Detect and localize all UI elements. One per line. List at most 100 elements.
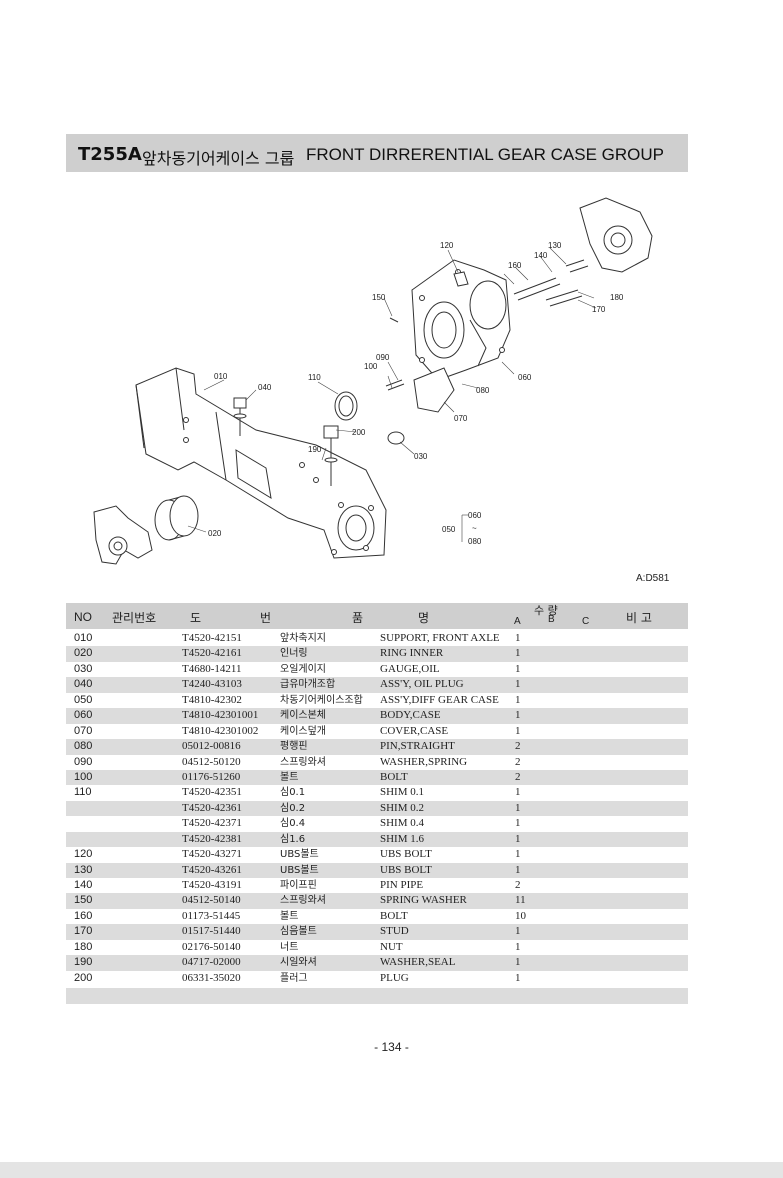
part-name-english: ASS'Y, OIL PLUG [380,678,464,691]
quantity-a: 1 [515,925,521,938]
page-bottom-edge [0,1162,783,1178]
quantity-a: 1 [515,678,521,691]
axle-support-part [135,367,387,559]
part-number-index: 060 [74,709,93,722]
part-name-english: BOLT [380,909,408,922]
drawing-number: T4520-43191 [182,879,242,891]
quantity-a: 2 [515,740,521,753]
callout-130: 130 [548,241,562,250]
part-name-english: SHIM 0.4 [380,817,425,830]
callout-070: 070 [454,414,468,423]
part-name-korean: 케이스덮개 [280,725,326,737]
drawing-number: 05012-00816 [182,740,241,753]
callout-040: 040 [258,383,272,392]
part-number-index: 010 [74,632,93,644]
left-support-bracket [93,505,153,565]
drawing-number: T4810-42302 [182,693,242,706]
page-number: - 134 - [374,1040,409,1054]
part-number-index: 090 [74,755,93,768]
header-part-name-2: 명 [418,611,430,625]
drawing-number: T4520-42371 [182,817,242,830]
drawing-number: T4520-42151 [182,632,242,644]
quantity-a: 2 [515,879,521,891]
part-number-index: 150 [74,894,93,907]
part-name-korean: 스프링와셔 [280,895,326,907]
callout-190: 190 [308,445,322,454]
part-name-korean: 인너링 [280,648,308,660]
drawing-number: 01176-51260 [182,770,241,783]
callout-range-tilde: ~ [472,524,477,533]
callout-100: 100 [364,362,378,371]
drawing-number: T4520-42351 [182,786,242,799]
drawing-number: 06331-35020 [182,971,241,984]
quantity-a: 1 [515,786,521,799]
quantity-a: 1 [515,848,521,861]
part-name-english: SUPPORT, FRONT AXLE [380,632,500,644]
parts-table-footer [66,988,688,1004]
drawing-reference: A:D581 [636,573,670,584]
part-number-index: 160 [74,909,93,922]
part-name-english: SHIM 0.1 [380,786,425,799]
oil-gauge-part [387,431,405,445]
drawing-number: 04512-50140 [182,894,241,907]
quantity-a: 2 [515,755,521,768]
callout-090: 090 [376,353,390,362]
quantity-a: 1 [515,832,521,845]
part-number-index: 040 [74,678,93,691]
quantity-a: 1 [515,956,521,969]
part-name-english: PIN PIPE [380,879,424,891]
part-number-index: 180 [74,940,93,953]
quantity-a: 2 [515,770,521,783]
plug-part [323,425,339,439]
quantity-a: 1 [515,801,521,814]
part-name-english: BODY,CASE [380,709,441,722]
part-number-index: 080 [74,740,93,753]
part-number-index: 130 [74,863,93,876]
part-name-english: PLUG [380,971,409,984]
callout-060: 060 [518,373,532,382]
part-name-korean: 앞차축지지 [280,633,326,644]
part-number-index: 140 [74,879,93,891]
part-number-index: 120 [74,848,93,861]
callout-030: 030 [414,452,428,461]
part-name-english: UBS BOLT [380,848,432,861]
part-name-english: GAUGE,OIL [380,662,440,675]
callout-180: 180 [610,293,624,302]
quantity-a: 1 [515,709,521,722]
part-name-korean: 오일게이지 [280,663,326,675]
parts-table-header: NO 관리번호 도 번 품 명 수 량 A B C 비 고 [66,603,688,629]
quantity-a: 1 [515,647,521,660]
part-name-korean: 볼트 [280,910,299,922]
callout-140: 140 [534,251,548,260]
part-name-korean: 시일와셔 [280,957,317,969]
drawing-number: 04717-02000 [182,956,241,969]
quantity-a: 1 [515,632,521,644]
part-name-english: ASS'Y,DIFF GEAR CASE [380,693,499,706]
drawing-number: T4520-42161 [182,647,242,660]
drawing-number: T4680-14211 [182,662,242,675]
part-name-english: UBS BOLT [380,863,432,876]
part-name-korean: 볼트 [280,771,299,783]
part-name-english: SHIM 0.2 [380,801,425,814]
part-name-korean: 심음볼트 [280,926,317,938]
quantity-a: 1 [515,724,521,737]
header-qty-c: C [582,616,590,627]
part-number-index: 070 [74,724,93,737]
group-title-bar [66,134,688,172]
quantity-a: 10 [515,909,526,922]
header-drawing-no-2: 번 [260,611,272,625]
quantity-a: 1 [515,940,521,953]
